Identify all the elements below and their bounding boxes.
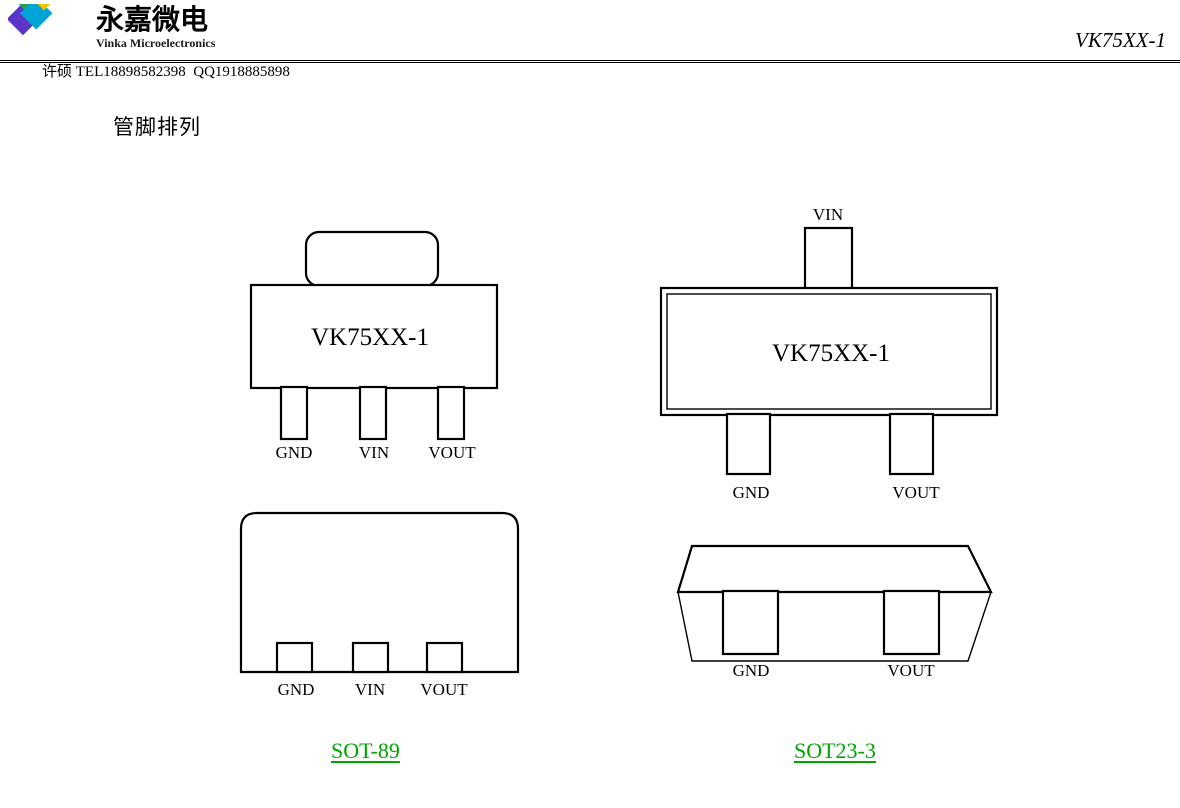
sot23-side-pad-gnd bbox=[721, 589, 780, 656]
logo-chinese-name: 永嘉微电 bbox=[96, 3, 209, 36]
vinka-diamond-logo-icon bbox=[8, 4, 61, 36]
sot89-pin-gnd bbox=[279, 385, 309, 441]
sot89-pad-label-gnd: GND bbox=[278, 680, 315, 699]
sot23-side-view: GND VOUT bbox=[676, 544, 993, 680]
sot89-pad-gnd bbox=[275, 641, 314, 674]
sot23-body-outer bbox=[659, 286, 999, 417]
sot23-side-pad-vout bbox=[882, 589, 941, 656]
sot23-body-inner bbox=[666, 293, 992, 410]
sot89-pad-vout bbox=[425, 641, 464, 674]
sot89-bottom-view: GND VIN VOUT bbox=[239, 511, 520, 699]
sot89-body bbox=[249, 283, 499, 390]
sot23-pin-vin bbox=[803, 226, 854, 292]
sot23-marking-text: VK75XX-1 bbox=[772, 340, 890, 367]
sot89-top-view: VK75XX-1 GND VIN VOUT bbox=[249, 230, 499, 462]
logo-wordmark: 永嘉微电 Vinka Microelectronics bbox=[96, 3, 216, 51]
sot89-pad-label-vin: VIN bbox=[355, 680, 385, 699]
contact-info-line: 许硕 TEL18898582398 QQ1918885898 bbox=[42, 64, 290, 80]
package-caption-sot89[interactable]: SOT-89 bbox=[331, 738, 400, 763]
sot89-pin-label-vout: VOUT bbox=[428, 443, 476, 462]
pin-arrangement-diagrams: VK75XX-1 GND VIN VOUT GND VIN VOUT bbox=[0, 170, 1180, 730]
sot23-side-pad-label-vout: VOUT bbox=[887, 661, 935, 680]
sot23-side-pad-label-gnd: GND bbox=[733, 661, 770, 680]
logo-english-name: Vinka Microelectronics bbox=[96, 36, 216, 50]
sot23-top-view: VIN VK75XX-1 GND VOUT bbox=[659, 205, 999, 502]
sot89-pin-label-vin: VIN bbox=[359, 443, 389, 462]
company-logo: 永嘉微电 Vinka Microelectronics bbox=[8, 4, 215, 54]
header-part-number: VK75XX-1 bbox=[1075, 28, 1166, 52]
sot89-heat-tab bbox=[304, 230, 440, 288]
sot23-pin-label-vout: VOUT bbox=[892, 483, 940, 502]
sot89-pad-vin bbox=[351, 641, 390, 674]
sot89-pin-label-gnd: GND bbox=[276, 443, 313, 462]
header-divider-rule bbox=[0, 60, 1180, 63]
sot23-side-top-face bbox=[676, 544, 993, 594]
sot23-pin-label-gnd: GND bbox=[733, 483, 770, 502]
sot89-bottom-outline bbox=[239, 511, 520, 674]
sot89-pad-label-vout: VOUT bbox=[420, 680, 468, 699]
sot23-pin-gnd bbox=[725, 412, 772, 476]
package-caption-sot23[interactable]: SOT23-3 bbox=[794, 738, 876, 763]
page-header: 永嘉微电 Vinka Microelectronics VK75XX-1 bbox=[0, 0, 1180, 63]
sot89-pin-vin bbox=[358, 385, 388, 441]
package-drawings-svg: VK75XX-1 GND VIN VOUT GND VIN VOUT bbox=[239, 205, 999, 699]
page-title: 管脚排列 bbox=[113, 115, 201, 139]
sot23-pin-vout bbox=[888, 412, 935, 476]
sot89-marking-text: VK75XX-1 bbox=[311, 324, 429, 351]
sot89-pin-vout bbox=[436, 385, 466, 441]
sot23-pin-label-vin: VIN bbox=[813, 205, 843, 224]
